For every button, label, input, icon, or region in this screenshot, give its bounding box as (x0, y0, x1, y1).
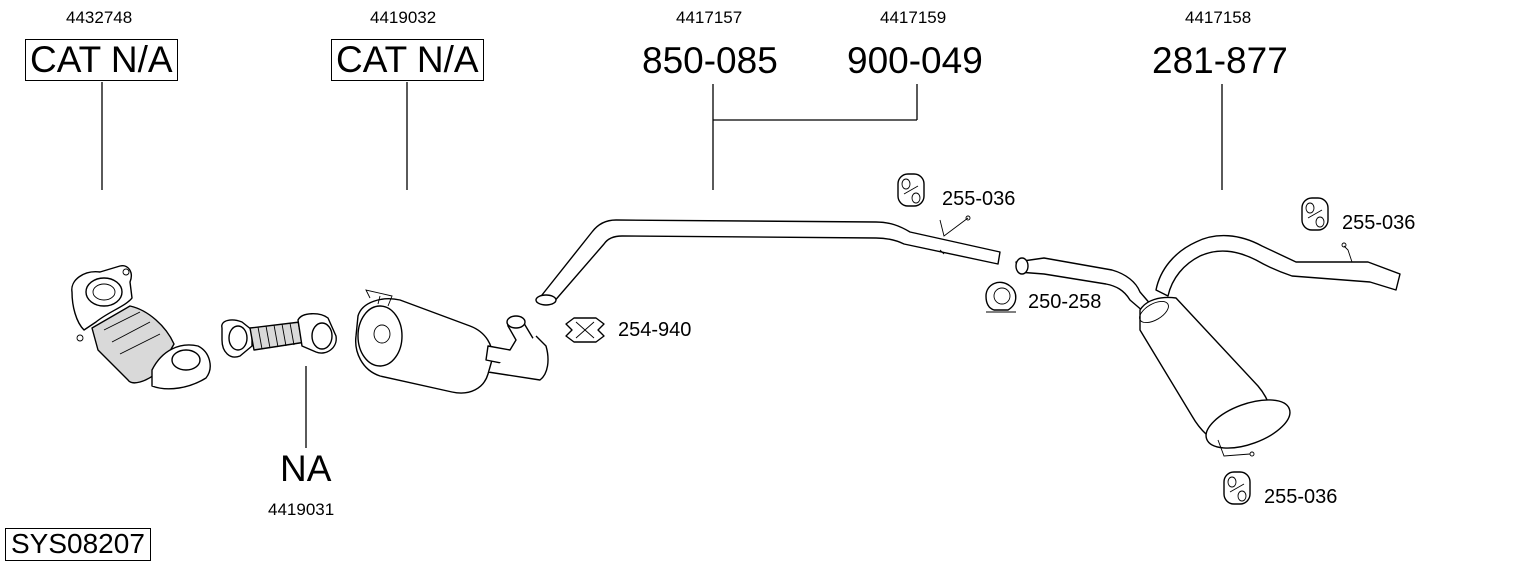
oe-number-4: 4417159 (880, 8, 947, 27)
hanger-1-shape[interactable] (897, 173, 925, 207)
part-label-flex[interactable]: NA (280, 448, 332, 489)
hanger-2-shape[interactable] (1301, 197, 1329, 231)
catalytic-converter-2[interactable] (355, 289, 549, 394)
clamp-254-940-shape[interactable] (565, 317, 605, 343)
oe-number-5: 4417158 (1185, 8, 1252, 27)
catalytic-converter-1[interactable] (71, 265, 211, 390)
accessory-label-clamp-2[interactable]: 254-940 (618, 319, 692, 341)
flex-pipe[interactable] (221, 313, 337, 358)
part-label-muffler[interactable]: 281-877 (1152, 40, 1288, 81)
system-id: SYS08207 (5, 528, 151, 561)
oe-number-6: 4419031 (268, 500, 335, 519)
accessory-label-hanger-3[interactable]: 255-036 (1264, 486, 1338, 508)
oe-number-1: 4432748 (66, 8, 133, 27)
part-label-pipe-1[interactable]: 850-085 (642, 40, 778, 81)
oe-number-2: 4419032 (370, 8, 437, 27)
rear-muffler[interactable] (1015, 234, 1401, 458)
accessory-label-hanger-2[interactable]: 255-036 (1342, 212, 1416, 234)
leader-lines (101, 82, 1223, 448)
oe-number-3: 4417157 (676, 8, 743, 27)
part-label-pipe-2[interactable]: 900-049 (847, 40, 983, 81)
accessory-label-clamp-1[interactable]: 250-258 (1028, 291, 1102, 313)
part-label-cat-1[interactable]: CAT N/A (25, 39, 178, 81)
part-label-cat-2[interactable]: CAT N/A (331, 39, 484, 81)
accessory-label-hanger-1[interactable]: 255-036 (942, 188, 1016, 210)
middle-pipe[interactable] (535, 215, 1001, 306)
hanger-3-shape[interactable] (1223, 471, 1251, 505)
clamp-250-258-shape[interactable] (985, 281, 1017, 313)
